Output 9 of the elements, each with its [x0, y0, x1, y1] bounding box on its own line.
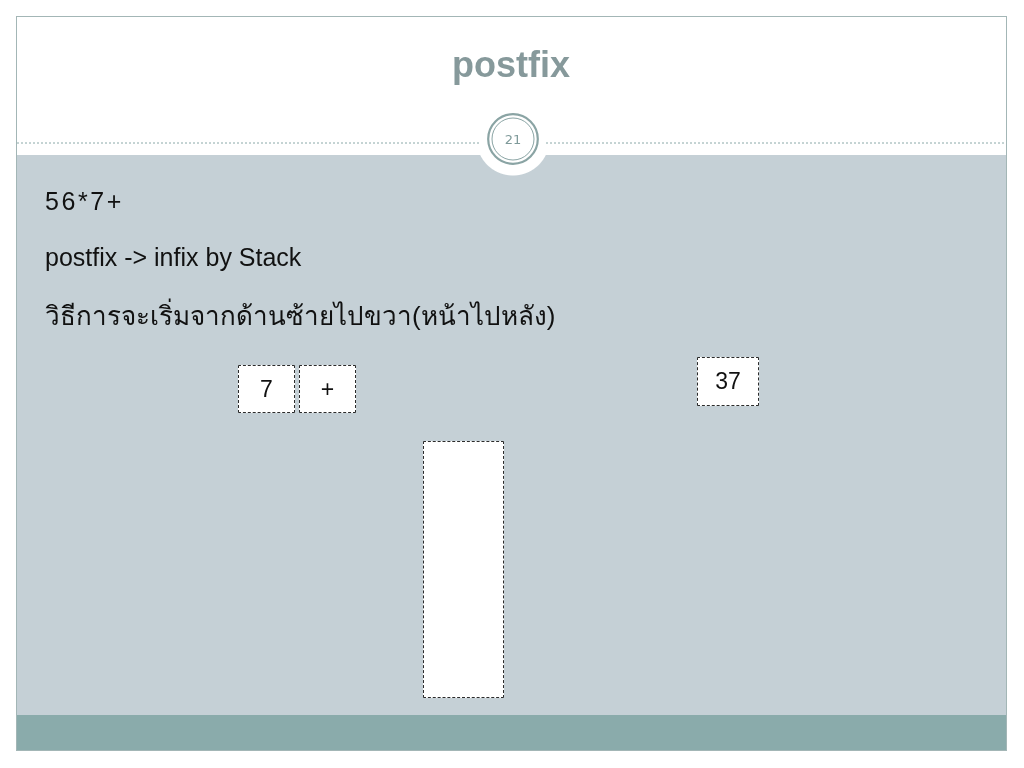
stack-box: [423, 441, 504, 698]
page-number-badge: 21: [487, 113, 539, 165]
token-box: +: [299, 365, 356, 413]
description-text: วิธีการจะเริ่มจากด้านซ้ายไปขวา(หน้าไปหลัง): [45, 296, 556, 336]
slide-title: postfix: [452, 44, 570, 86]
subtitle-text: postfix -> infix by Stack: [45, 243, 302, 272]
expression-text: 56*7+: [45, 187, 125, 216]
token-box: 7: [238, 365, 295, 413]
token-box: 37: [697, 357, 759, 406]
